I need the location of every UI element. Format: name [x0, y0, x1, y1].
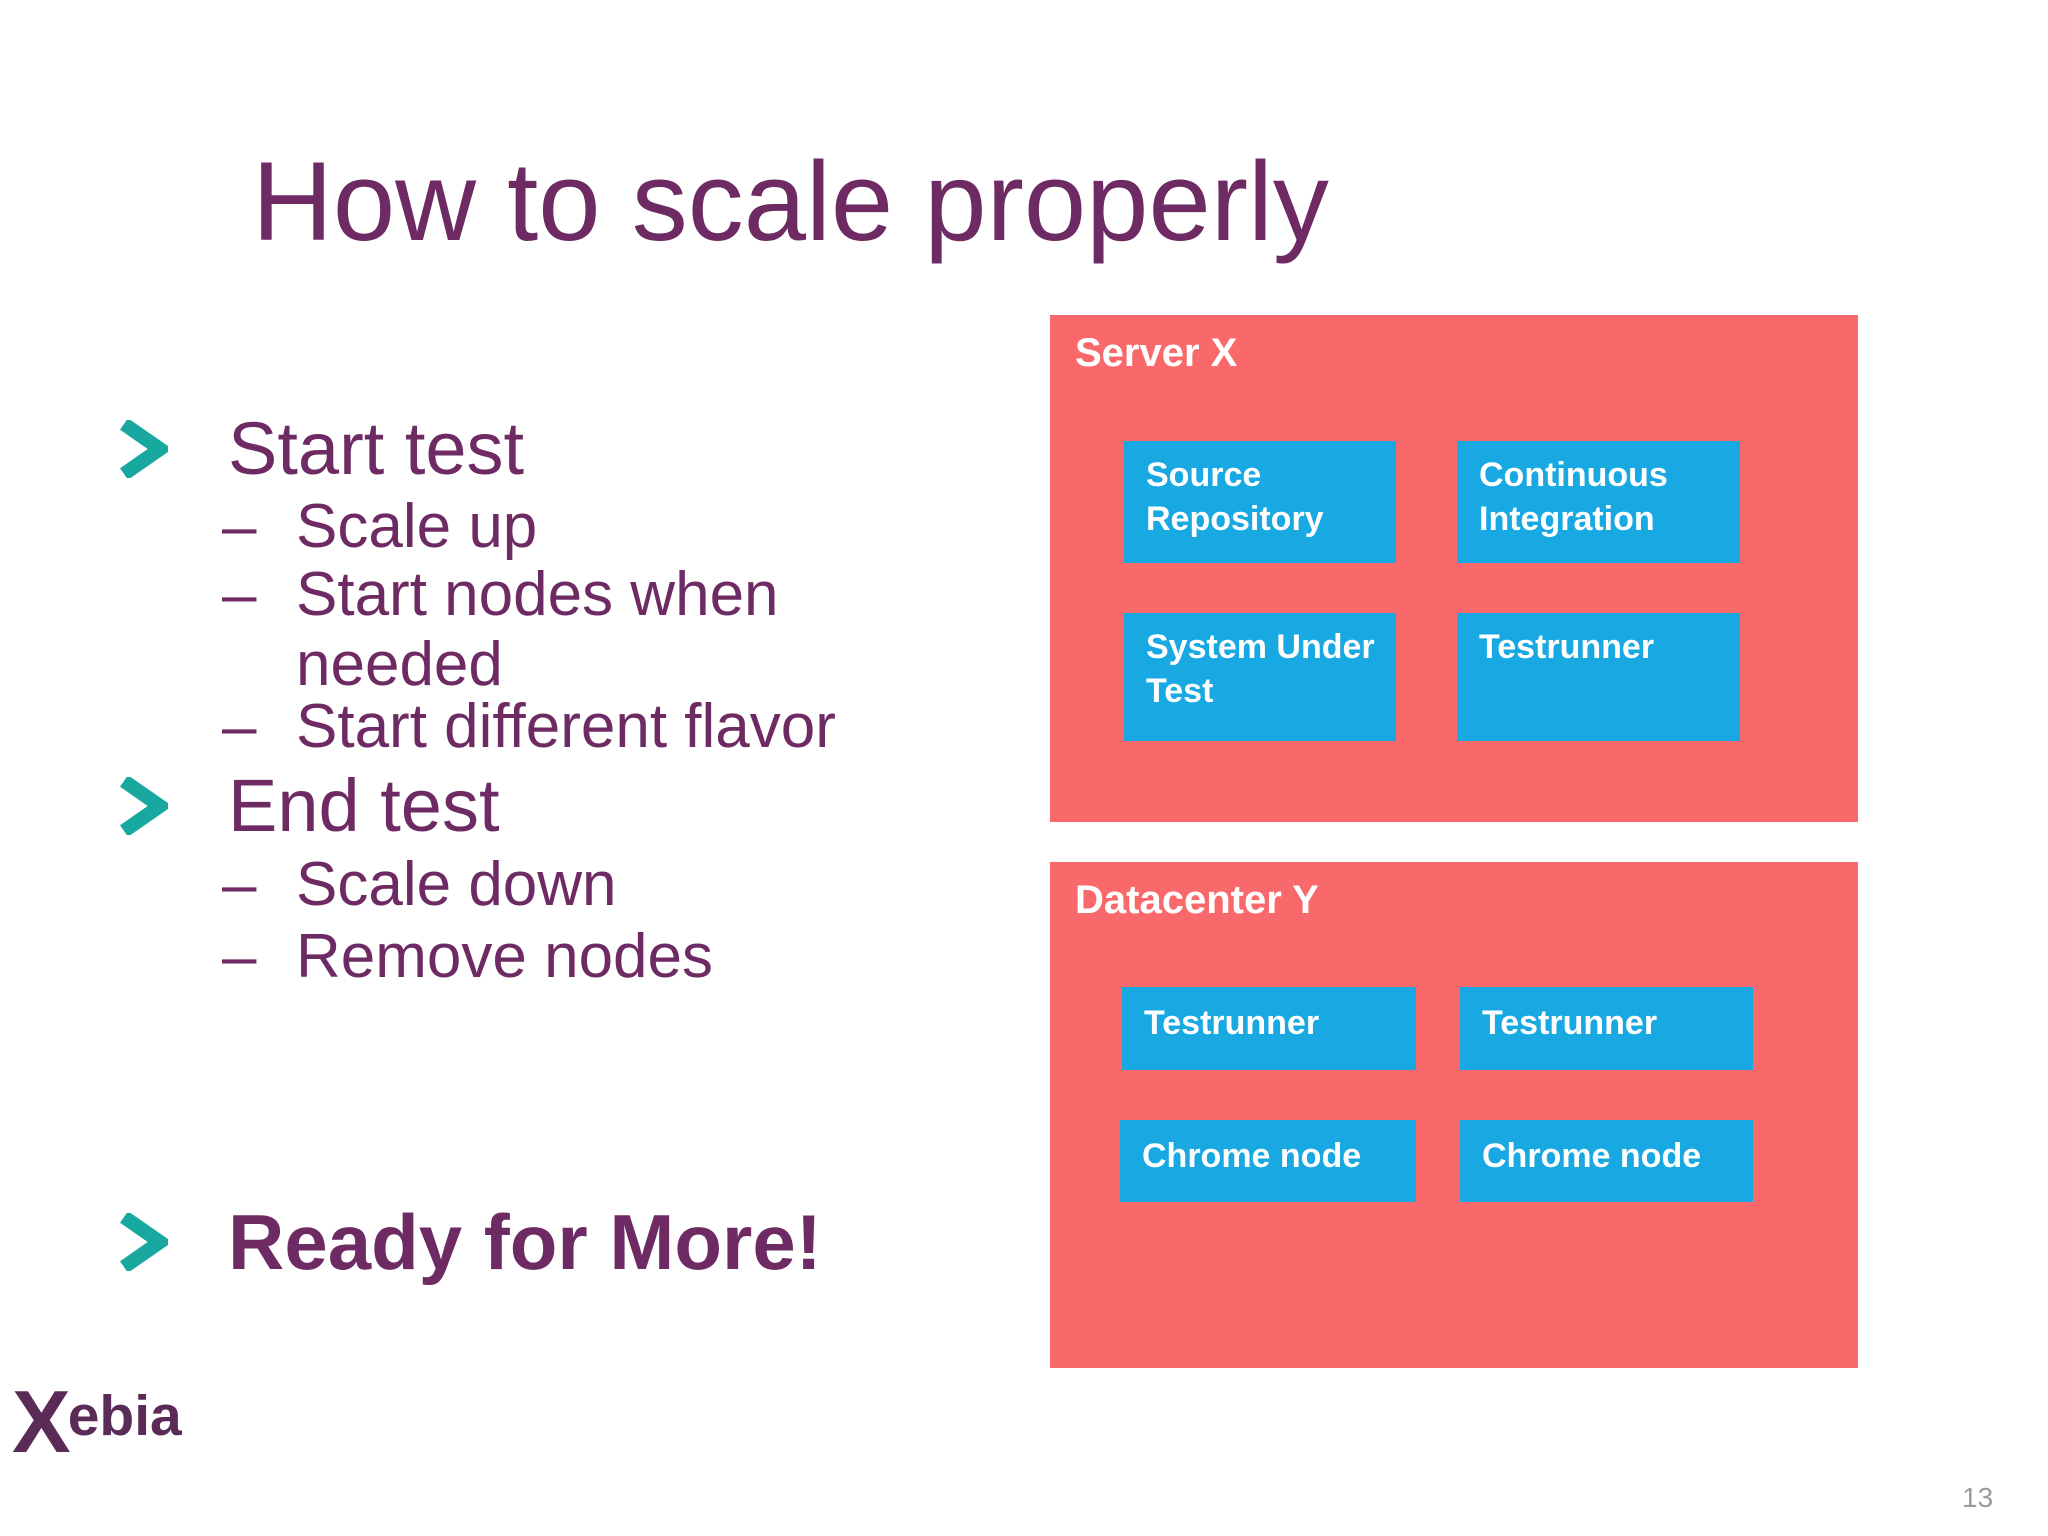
- node-source-repository: Source Repository: [1124, 441, 1396, 563]
- node-testrunner: Testrunner: [1457, 613, 1740, 741]
- sub-bullet-scale-up: –Scale up: [222, 492, 936, 562]
- node-chrome-node-1: Chrome node: [1120, 1120, 1416, 1202]
- bullet-item-ready-for-more: Ready for More!: [228, 1198, 822, 1286]
- sub-bullet-label: Start different flavor: [296, 692, 836, 761]
- bullet-item-end-test: End test: [228, 764, 500, 847]
- sub-bullet-scale-down: –Scale down: [222, 850, 936, 920]
- sub-bullet-label: Remove nodes: [296, 922, 714, 991]
- server-x-container: Server X Source Repository Continuous In…: [1050, 315, 1858, 822]
- node-testrunner-2: Testrunner: [1460, 987, 1753, 1070]
- dash-bullet-icon: –: [222, 922, 257, 991]
- sub-bullet-label: Scale up: [296, 492, 538, 561]
- node-chrome-node-2: Chrome node: [1460, 1120, 1753, 1202]
- bullet-item-start-test: Start test: [228, 407, 525, 490]
- dash-bullet-icon: –: [222, 492, 257, 561]
- sub-bullet-start-nodes-when-needed: –Start nodes when needed: [222, 560, 936, 700]
- node-system-under-test: System Under Test: [1124, 613, 1396, 741]
- sub-bullet-start-different-flavor: –Start different flavor: [222, 692, 936, 762]
- node-continuous-integration: Continuous Integration: [1457, 441, 1740, 563]
- node-testrunner-1: Testrunner: [1122, 987, 1416, 1070]
- chevron-bullet-icon: [118, 1213, 168, 1271]
- sub-bullet-remove-nodes: –Remove nodes: [222, 922, 936, 992]
- dash-bullet-icon: –: [222, 692, 257, 761]
- dash-bullet-icon: –: [222, 560, 257, 629]
- xebia-logo-text: ebia: [67, 1384, 182, 1448]
- chevron-bullet-icon: [118, 420, 168, 478]
- chevron-bullet-icon: [118, 777, 168, 835]
- sub-bullet-label: Scale down: [296, 850, 617, 919]
- page-title: How to scale properly: [252, 139, 1329, 264]
- sub-bullet-label: Start nodes when needed: [296, 560, 779, 700]
- page-number: 13: [1962, 1482, 1994, 1513]
- container-title-datacenter-y: Datacenter Y: [1075, 878, 1319, 922]
- container-title-server-x: Server X: [1075, 331, 1238, 375]
- datacenter-y-container: Datacenter Y Testrunner Testrunner Chrom…: [1050, 862, 1858, 1368]
- dash-bullet-icon: –: [222, 850, 257, 919]
- xebia-logo-x: X: [12, 1372, 71, 1471]
